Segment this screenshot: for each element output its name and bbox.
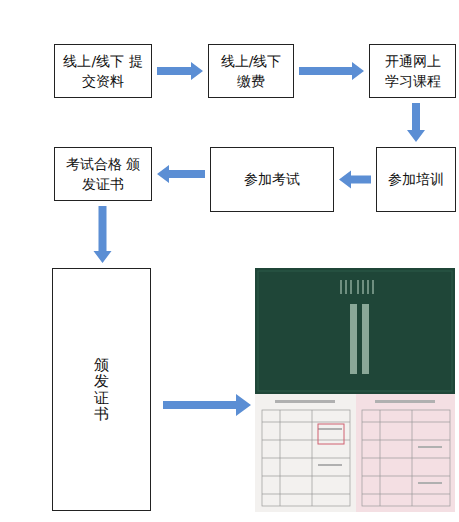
flow-arrow [157,165,205,183]
process-box: 开通网上 学习课程 [369,44,456,98]
process-box: 参加培训 [376,147,456,212]
stamp [318,424,344,444]
certificate-grid [262,410,450,506]
process-box: 线上/线下 提交资料 [54,44,152,98]
cover-edge [258,271,452,391]
step-label: 参加培训 [388,169,444,189]
vertical-label: 颁发证书 [94,357,109,423]
step-label: 线上/线下 提交资料 [62,51,144,92]
flow-arrow [407,103,425,142]
certificate-pages [255,394,455,512]
flow-arrow [157,62,203,80]
flow-arrow [299,62,364,80]
process-box: 线上/线下 缴费 [208,44,294,98]
step-label: 考试合格 颁发证书 [62,154,144,195]
cover-marks [340,280,374,374]
certificate-right-page [356,394,455,512]
flow-arrow [94,206,112,263]
process-box: 考试合格 颁发证书 [54,147,152,201]
certificate-cover [255,268,455,394]
certificate-box: 颁发证书 [52,268,151,511]
flow-arrow [339,171,371,189]
step-label: 参加考试 [244,169,300,189]
certificate-scribbles [275,400,442,484]
step-label: 开通网上 学习课程 [377,51,448,92]
step-label: 线上/线下 缴费 [216,51,286,92]
process-box: 参加考试 [210,147,334,212]
block-arrow [163,394,251,416]
